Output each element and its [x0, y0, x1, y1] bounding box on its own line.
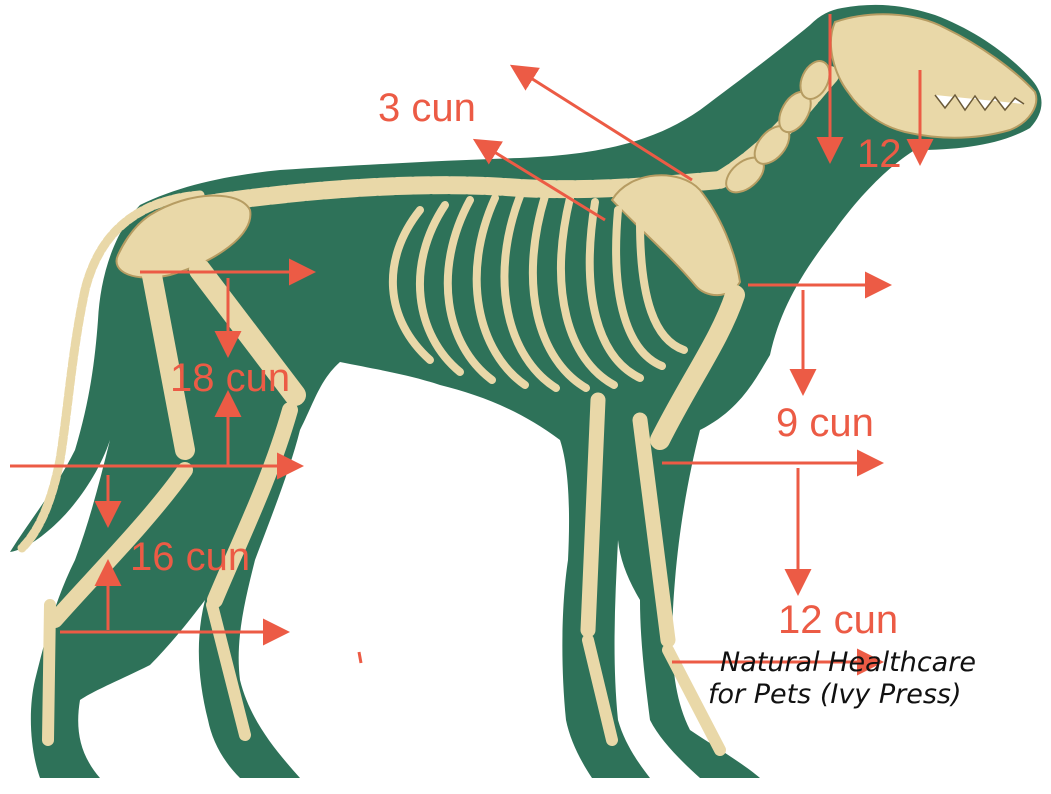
label-hind-18-cun: 18 cun [170, 358, 290, 398]
stray-mark [359, 652, 361, 663]
label-back-3-cun: 3 cun [378, 88, 476, 128]
label-neck-12: 12 [857, 134, 902, 174]
credit-line-1: Natural Healthcare [708, 647, 976, 679]
label-fore-12-cun: 12 cun [778, 600, 898, 640]
label-fore-9-cun: 9 cun [776, 403, 874, 443]
credit-line-2: for Pets (Ivy Press) [708, 679, 976, 711]
image-credit: Natural Healthcare for Pets (Ivy Press) [708, 647, 976, 711]
label-hind-16-cun: 16 cun [130, 537, 250, 577]
